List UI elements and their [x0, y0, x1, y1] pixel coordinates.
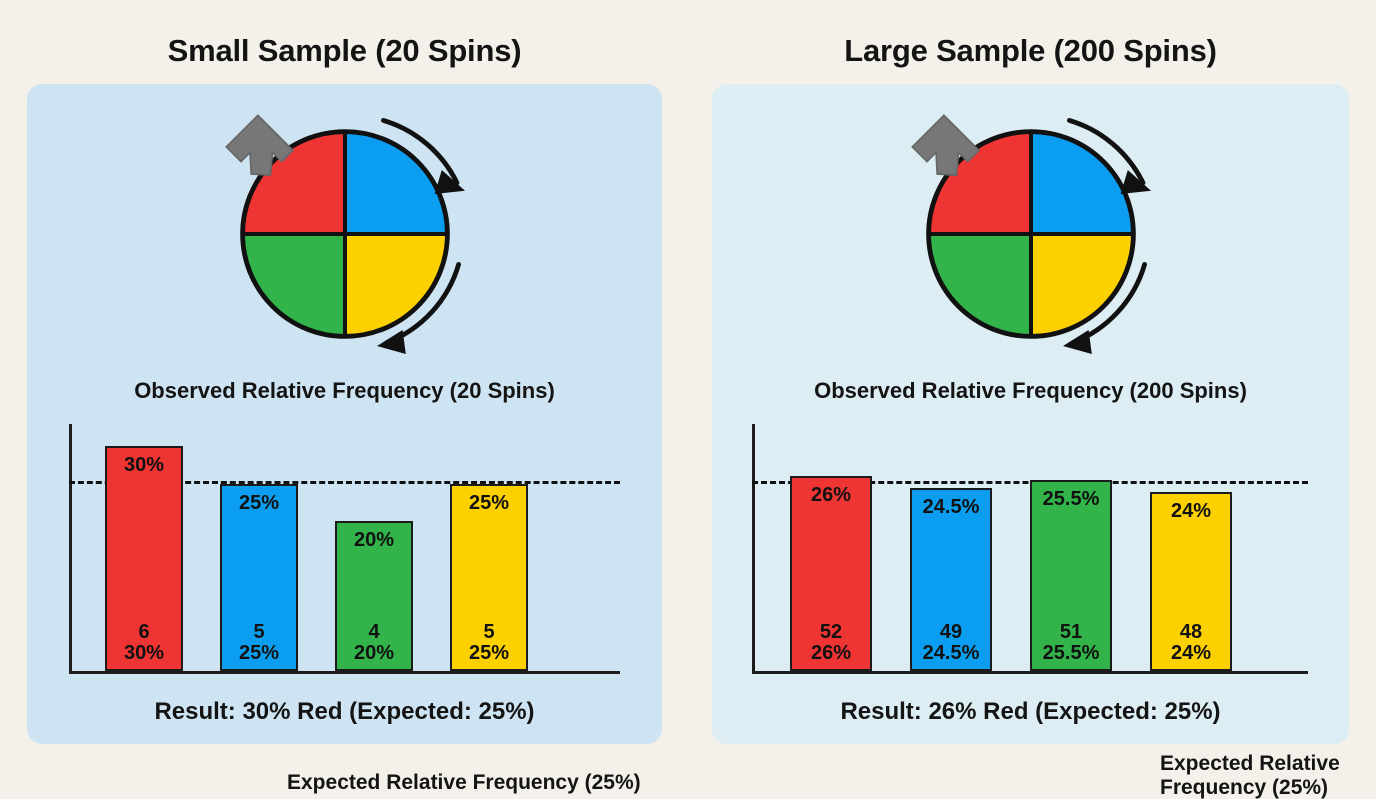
bar-yellow: 24% 48 24%: [1150, 492, 1232, 671]
bar-green: 25.5% 51 25.5%: [1030, 480, 1112, 671]
spinner-area-large: [712, 96, 1349, 376]
bar-blue-pct: 25%: [238, 492, 280, 514]
bar-red-count: 52: [819, 620, 843, 643]
bar-red-pct: 30%: [123, 454, 165, 476]
bar-yellow-pct-footer: 24%: [1170, 642, 1212, 665]
bar-red-pct-footer: 26%: [810, 642, 852, 665]
expected-frequency-label: Expected Relative Frequency (25%): [287, 771, 641, 794]
bar-blue: 25% 5 25%: [220, 484, 298, 671]
bar-green-count: 51: [1059, 620, 1083, 643]
bar-group-small: 30% 6 30% 25% 5 25% 20% 4: [69, 424, 629, 671]
bar-red-footer: 52 26%: [792, 620, 870, 665]
four-color-spinner-icon: [224, 114, 465, 354]
expected-frequency-line: [69, 481, 620, 484]
rotation-arrowhead-top: [434, 170, 465, 194]
rotation-arrowhead-bottom: [1062, 330, 1092, 354]
bar-yellow-footer: 5 25%: [452, 620, 526, 665]
bar-green-pct-footer: 20%: [353, 642, 395, 665]
expected-frequency-label-line2: Frequency (25%): [1160, 775, 1329, 799]
y-axis: [752, 424, 755, 674]
panel-title-large-sample: Large Sample (200 Spins): [844, 33, 1217, 68]
bar-red-footer: 6 30%: [107, 620, 181, 665]
bar-blue: 24.5% 49 24.5%: [910, 488, 992, 671]
x-axis: [69, 671, 620, 674]
bar-chart-large: 26% 52 26% 24.5% 49 24.5% 25.5%: [752, 424, 1340, 799]
rotation-arrowhead-top: [1120, 170, 1151, 194]
bar-red: 30% 6 30%: [105, 446, 183, 671]
bar-yellow-footer: 48 24%: [1152, 620, 1230, 665]
bar-green-footer: 51 25.5%: [1032, 620, 1110, 665]
bar-green: 20% 4 20%: [335, 521, 413, 671]
bar-blue-pct: 24.5%: [922, 496, 980, 518]
bar-blue-footer: 49 24.5%: [912, 620, 990, 665]
x-axis: [752, 671, 1308, 674]
comparison-figure: Small Sample (20 Spins): [27, 33, 1349, 799]
bar-yellow-pct-footer: 25%: [468, 642, 510, 665]
bar-group-large: 26% 52 26% 24.5% 49 24.5% 25.5%: [752, 424, 1320, 671]
bar-green-pct: 25.5%: [1042, 488, 1100, 510]
expected-frequency-label: Expected Relative Frequency (25%): [1160, 752, 1365, 799]
result-text-large: Result: 26% Red (Expected: 25%): [840, 698, 1221, 725]
bar-yellow-pct: 24%: [1170, 500, 1212, 522]
bar-red: 26% 52 26%: [790, 476, 872, 671]
bar-red-pct-footer: 30%: [123, 642, 165, 665]
rotation-arrow-top: [1066, 118, 1145, 186]
bar-blue-pct-footer: 25%: [238, 642, 280, 665]
panel-small-sample: Observed Relative Frequency (20 Spins) 3…: [27, 84, 662, 794]
bar-blue-count: 5: [253, 620, 265, 643]
four-color-spinner-icon: [910, 114, 1151, 354]
spinner-area-small: [27, 96, 662, 376]
bar-chart-small: 30% 6 30% 25% 5 25% 20% 4: [69, 424, 641, 794]
bar-green-pct-footer: 25.5%: [1042, 642, 1100, 665]
rotation-arrow-top: [380, 118, 459, 186]
bar-red-pct: 26%: [810, 484, 852, 506]
bar-yellow: 25% 5 25%: [450, 484, 528, 671]
bar-blue-footer: 5 25%: [222, 620, 296, 665]
chart-heading-large: Observed Relative Frequency (200 Spins): [814, 378, 1247, 403]
chart-heading-small: Observed Relative Frequency (20 Spins): [134, 378, 555, 403]
panel-title-small-sample: Small Sample (20 Spins): [167, 33, 522, 68]
bar-green-pct: 20%: [353, 529, 395, 551]
rotation-arrowhead-bottom: [376, 330, 406, 354]
bar-blue-count: 49: [939, 620, 963, 643]
bar-yellow-count: 48: [1179, 620, 1203, 643]
expected-frequency-label-line1: Expected Relative: [1160, 752, 1340, 775]
bar-yellow-count: 5: [483, 620, 495, 643]
panel-large-sample: Observed Relative Frequency (200 Spins) …: [712, 84, 1349, 799]
bar-red-count: 6: [138, 620, 150, 643]
spinner-pointer-arrow: [910, 114, 980, 177]
bar-green-footer: 4 20%: [337, 620, 411, 665]
bar-blue-pct-footer: 24.5%: [922, 642, 980, 665]
y-axis: [69, 424, 72, 674]
result-text-small: Result: 30% Red (Expected: 25%): [154, 698, 535, 725]
spinner-pointer-arrow: [224, 114, 294, 177]
bar-yellow-pct: 25%: [468, 492, 510, 514]
bar-green-count: 4: [368, 620, 380, 643]
